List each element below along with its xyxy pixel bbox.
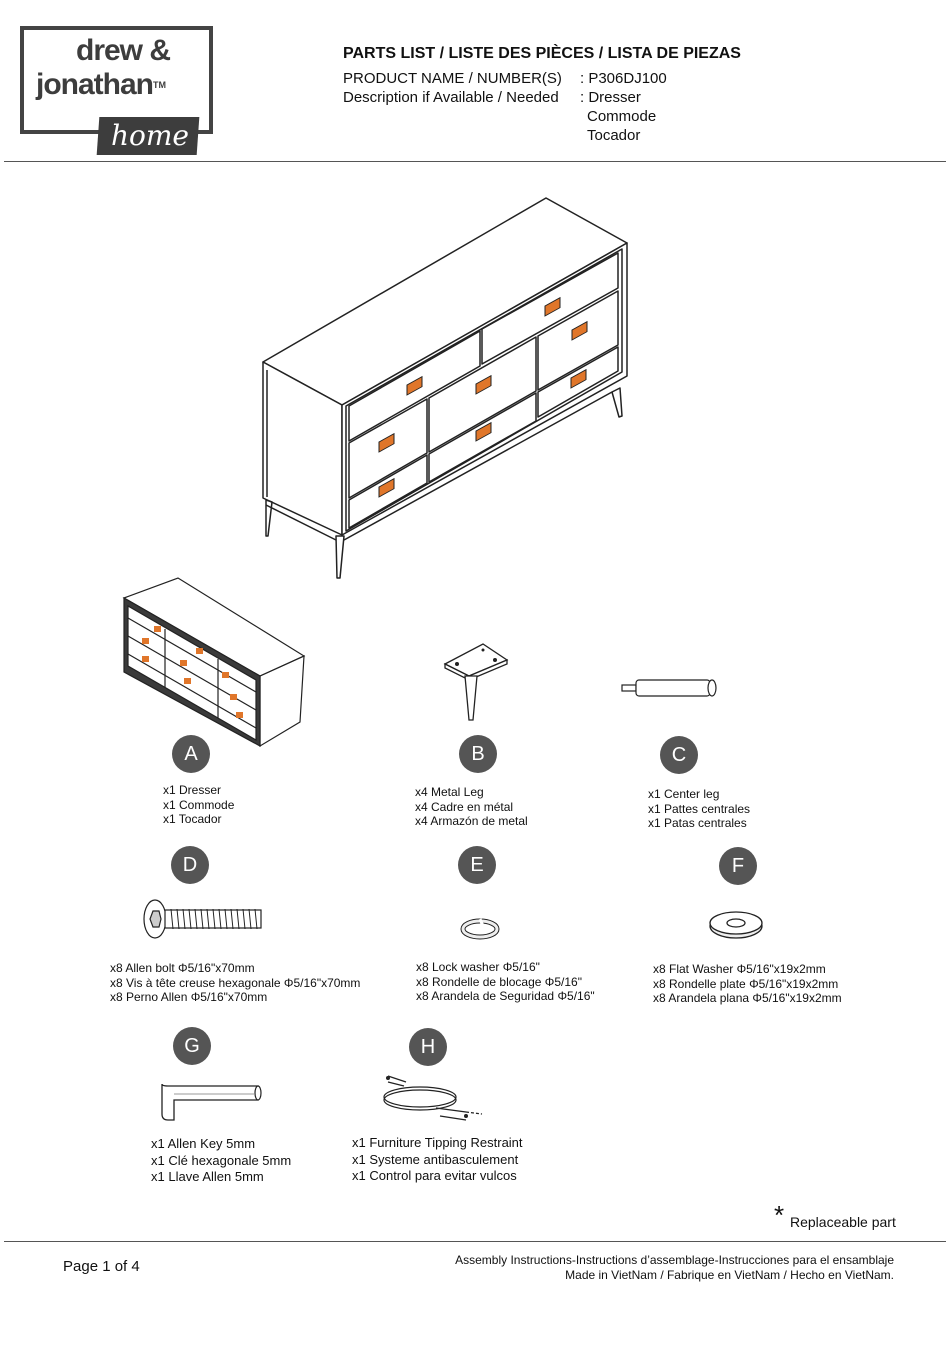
brand-tm: TM	[153, 80, 166, 90]
description-value-3: Tocador	[587, 127, 641, 144]
part-line: x4 Metal Leg	[415, 785, 484, 799]
part-line: x1 Tocador	[163, 812, 222, 826]
part-line: x1 Center leg	[648, 787, 720, 801]
handle	[544, 296, 561, 317]
part-h-tipping-restraint-icon	[383, 1075, 483, 1121]
part-line: x1 Pattes centrales	[648, 801, 751, 816]
part-line: x8 Arandela de Seguridad Φ5/16"	[416, 989, 595, 1003]
part-f-description: x8 Flat Washer Φ5/16"x19x2mm x8 Rondelle…	[653, 962, 842, 1006]
brand-logo: drew & jonathanTM	[36, 34, 206, 102]
footer-divider	[4, 1241, 946, 1242]
page-title: PARTS LIST / LISTE DES PIÈCES / LISTA DE…	[343, 45, 741, 62]
product-value: : P306DJ100	[580, 70, 667, 87]
replaceable-note: Replaceable part	[790, 1214, 896, 1230]
header-divider	[4, 161, 946, 162]
part-g-description: x1 Allen Key 5mm x1 Clé hexagonale 5mm x…	[151, 1136, 291, 1186]
part-line: x1 Furniture Tipping Restraint	[352, 1135, 523, 1150]
footer-notes: Assembly Instructions-Instructions d’ass…	[455, 1253, 894, 1283]
part-d-allen-bolt-icon	[143, 899, 262, 939]
part-line: x8 Lock washer Φ5/16"	[416, 960, 540, 974]
part-h-badge: H	[409, 1028, 447, 1066]
part-c-center-leg-icon	[621, 679, 717, 697]
part-line: x1 Dresser	[163, 783, 222, 797]
part-f-flat-washer-icon	[709, 911, 763, 939]
part-line: x8 Rondelle de blocage Φ5/16"	[416, 974, 582, 989]
part-d-badge: D	[171, 846, 209, 884]
part-line: x1 Clé hexagonale 5mm	[151, 1152, 292, 1168]
footer-line-1: Assembly Instructions-Instructions d’ass…	[455, 1253, 894, 1267]
part-line: x8 Arandela plana Φ5/16"x19x2mm	[653, 991, 842, 1005]
part-a-dresser-icon	[122, 577, 306, 748]
part-line: x1 Control para evitar vulcos	[352, 1168, 517, 1183]
part-e-badge: E	[458, 846, 496, 884]
part-c-description: x1 Center leg x1 Pattes centrales x1 Pat…	[648, 787, 750, 831]
brand-home-text: home	[110, 119, 189, 152]
part-c-badge: C	[660, 736, 698, 774]
replaceable-asterisk: *	[774, 1200, 785, 1230]
part-line: x8 Perno Allen Φ5/16"x70mm	[110, 990, 268, 1004]
part-a-badge: A	[172, 735, 210, 773]
description-value-1: : Dresser	[580, 89, 641, 106]
page-number: Page 1 of 4	[63, 1258, 140, 1275]
part-g-badge: G	[173, 1027, 211, 1065]
description-value-2: Commode	[587, 108, 657, 125]
part-b-badge: B	[459, 735, 497, 773]
part-line: x1 Llave Allen 5mm	[151, 1169, 264, 1184]
part-line: x4 Armazón de metal	[415, 814, 528, 828]
part-line: x1 Patas centrales	[648, 816, 747, 830]
part-line: x4 Cadre en métal	[415, 799, 514, 814]
description-label: Description if Available / Needed	[343, 89, 559, 106]
part-g-allen-key-icon	[161, 1083, 262, 1121]
product-label: PRODUCT NAME / NUMBER(S)	[343, 70, 562, 87]
part-d-description: x8 Allen bolt Φ5/16"x70mm x8 Vis à tête …	[110, 961, 360, 1005]
part-line: x1 Commode	[163, 797, 235, 812]
part-line: x1 Allen Key 5mm	[151, 1136, 256, 1151]
brand-line2: jonathan	[36, 68, 154, 101]
part-b-description: x4 Metal Leg x4 Cadre en métal x4 Armazó…	[415, 785, 528, 829]
part-b-metal-leg-icon	[443, 643, 509, 721]
part-f-badge: F	[719, 847, 757, 885]
part-line: x8 Flat Washer Φ5/16"x19x2mm	[653, 962, 826, 976]
part-line: x8 Vis à tête creuse hexagonale Φ5/16"x7…	[110, 975, 361, 990]
part-e-lock-washer-icon	[460, 918, 500, 940]
part-line: x1 Systeme antibasculement	[352, 1151, 519, 1167]
brand-line1: drew &	[76, 34, 171, 67]
part-line: x8 Rondelle plate Φ5/16"x19x2mm	[653, 976, 839, 991]
footer-line-2: Made in VietNam / Fabrique en VietNam / …	[565, 1268, 894, 1282]
part-h-description: x1 Furniture Tipping Restraint x1 System…	[352, 1135, 523, 1185]
part-a-description: x1 Dresser x1 Commode x1 Tocador	[163, 783, 234, 827]
part-line: x8 Allen bolt Φ5/16"x70mm	[110, 961, 255, 975]
part-e-description: x8 Lock washer Φ5/16" x8 Rondelle de blo…	[416, 960, 595, 1004]
